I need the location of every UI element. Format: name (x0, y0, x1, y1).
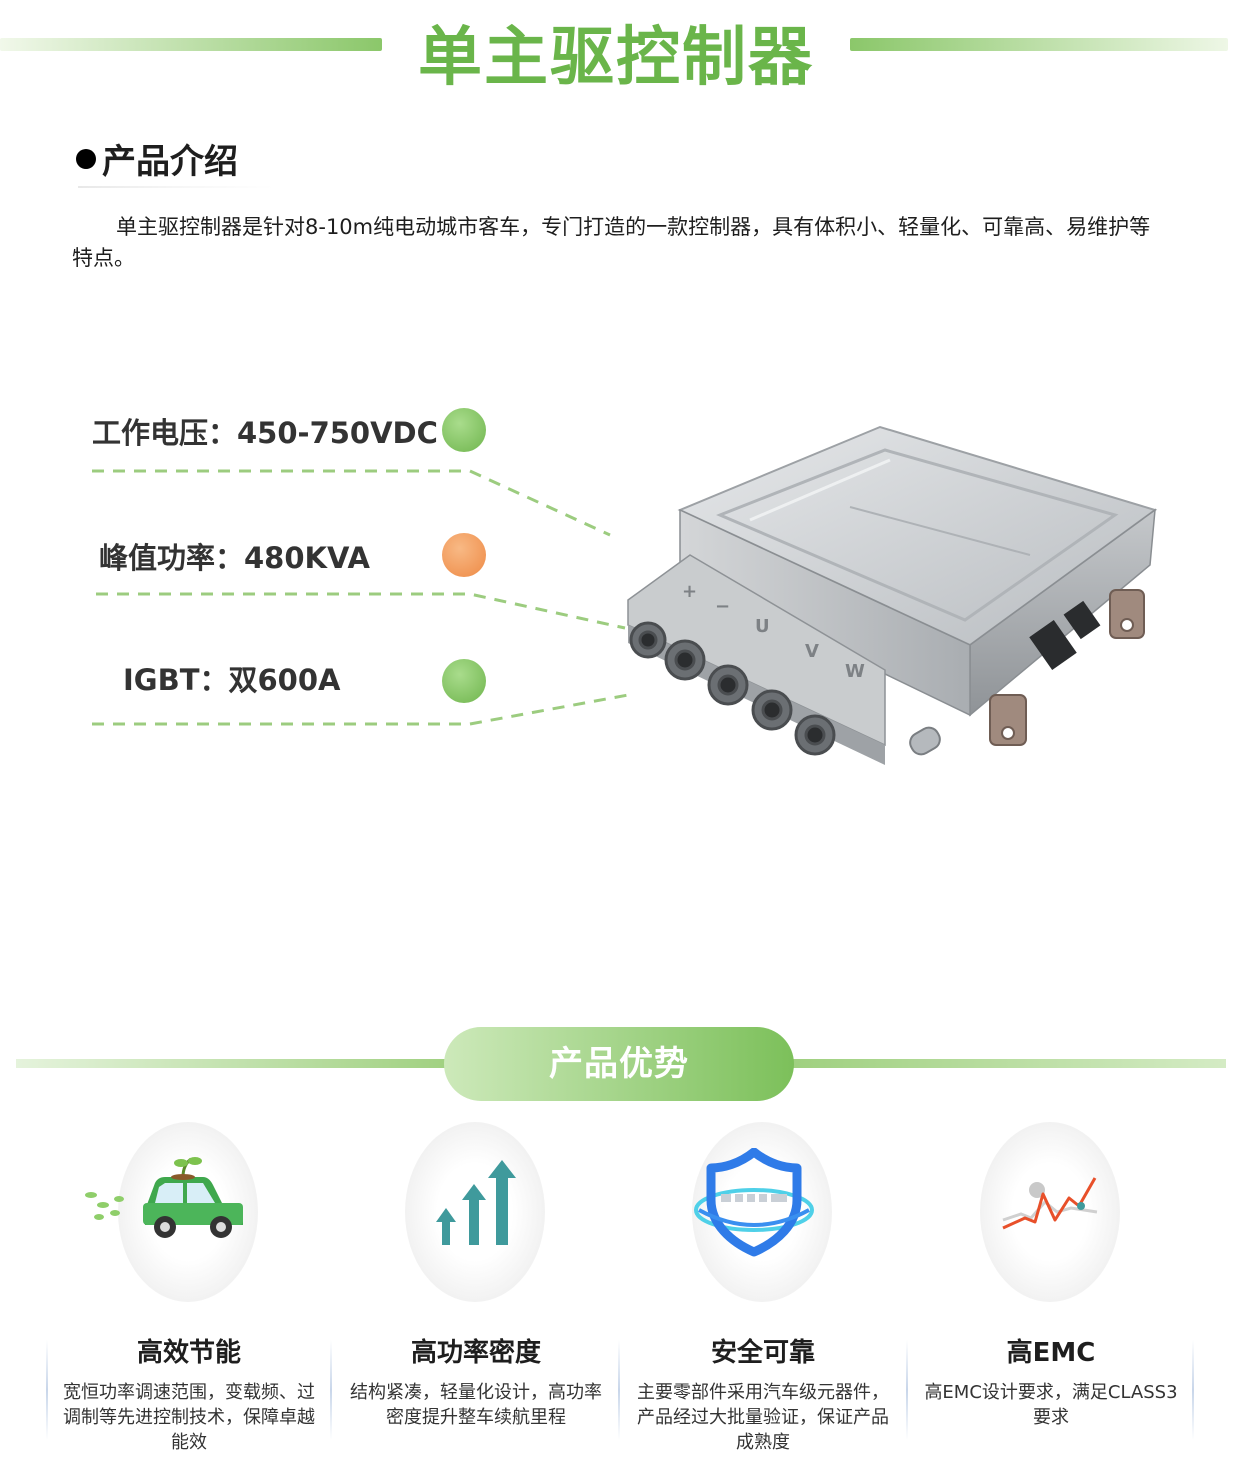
feature-title: 安全可靠 (710, 1338, 815, 1368)
intro-heading-text: 产品介绍 (102, 142, 238, 182)
title-decor-line-right (850, 38, 1228, 51)
feature-divider (618, 1340, 620, 1440)
advantages-heading: 产品优势 (444, 1027, 794, 1101)
feature-divider (1192, 1340, 1194, 1440)
growth-arrows-icon (436, 1160, 516, 1245)
feature-card-emc: 高EMC 高EMC设计要求，满足CLASS3要求 (907, 1110, 1195, 1463)
advantages-decor-line-left (16, 1059, 456, 1068)
spec-voltage-dot (442, 408, 486, 452)
feature-desc: 宽恒功率调速范围，变载频、过调制等先进控制技术，保障卓越能效 (63, 1382, 315, 1453)
feature-card-efficiency: 高效节能 宽恒功率调速范围，变载频、过调制等先进控制技术，保障卓越能效 (45, 1110, 333, 1463)
advantages-decor-line-right (790, 1059, 1226, 1068)
feature-desc: 高EMC设计要求，满足CLASS3要求 (924, 1382, 1178, 1428)
spec-connector-lines (92, 469, 629, 726)
feature-divider (46, 1340, 48, 1440)
eco-car-icon (85, 1157, 243, 1238)
terminal-mark: − (715, 596, 730, 617)
spec-line-power (96, 592, 626, 630)
feature-divider (906, 1340, 908, 1440)
spec-line-igbt (92, 693, 629, 726)
spec-voltage-label: 工作电压：450-750VDC (92, 416, 438, 450)
feature-card-power-density: 高功率密度 结构紧凑，轻量化设计，高功率密度提升整车续航里程 (332, 1110, 620, 1463)
controller-product-image: + − U V W (627, 425, 1158, 765)
signal-chart-icon (1002, 1177, 1098, 1230)
intro-paragraph: 单主驱控制器是针对8-10m纯电动城市客车，专门打造的一款控制器，具有体积小、轻… (72, 215, 1151, 270)
feature-card-safety: 安全可靠 主要零部件采用汽车级元器件，产品经过大批量验证，保证产品成熟度 (619, 1110, 907, 1463)
feature-divider (330, 1340, 332, 1440)
terminal-mark: W (845, 661, 865, 682)
terminal-mark: U (755, 616, 770, 637)
terminal-mark: + (682, 581, 697, 602)
shield-icon (694, 1148, 814, 1257)
spec-igbt-label: IGBT：双600A (123, 663, 341, 697)
spec-power-dot (442, 533, 486, 577)
page-title: 单主驱控制器 (418, 21, 814, 95)
spec-power-label: 峰值功率：480KVA (99, 541, 370, 575)
feature-title: 高效节能 (136, 1338, 241, 1368)
spec-igbt-dot (442, 659, 486, 703)
feature-desc: 主要零部件采用汽车级元器件，产品经过大批量验证，保证产品成熟度 (637, 1382, 889, 1453)
title-decor-line-left (0, 38, 382, 51)
feature-desc: 结构紧凑，轻量化设计，高功率密度提升整车续航里程 (350, 1382, 602, 1428)
intro-heading-underline (78, 186, 274, 188)
bullet-icon (76, 148, 96, 169)
feature-title: 高EMC (1006, 1338, 1096, 1368)
terminal-mark: V (805, 641, 819, 662)
spec-line-voltage (92, 469, 611, 537)
feature-title: 高功率密度 (410, 1338, 541, 1368)
intro-heading: 产品介绍 (76, 134, 238, 183)
